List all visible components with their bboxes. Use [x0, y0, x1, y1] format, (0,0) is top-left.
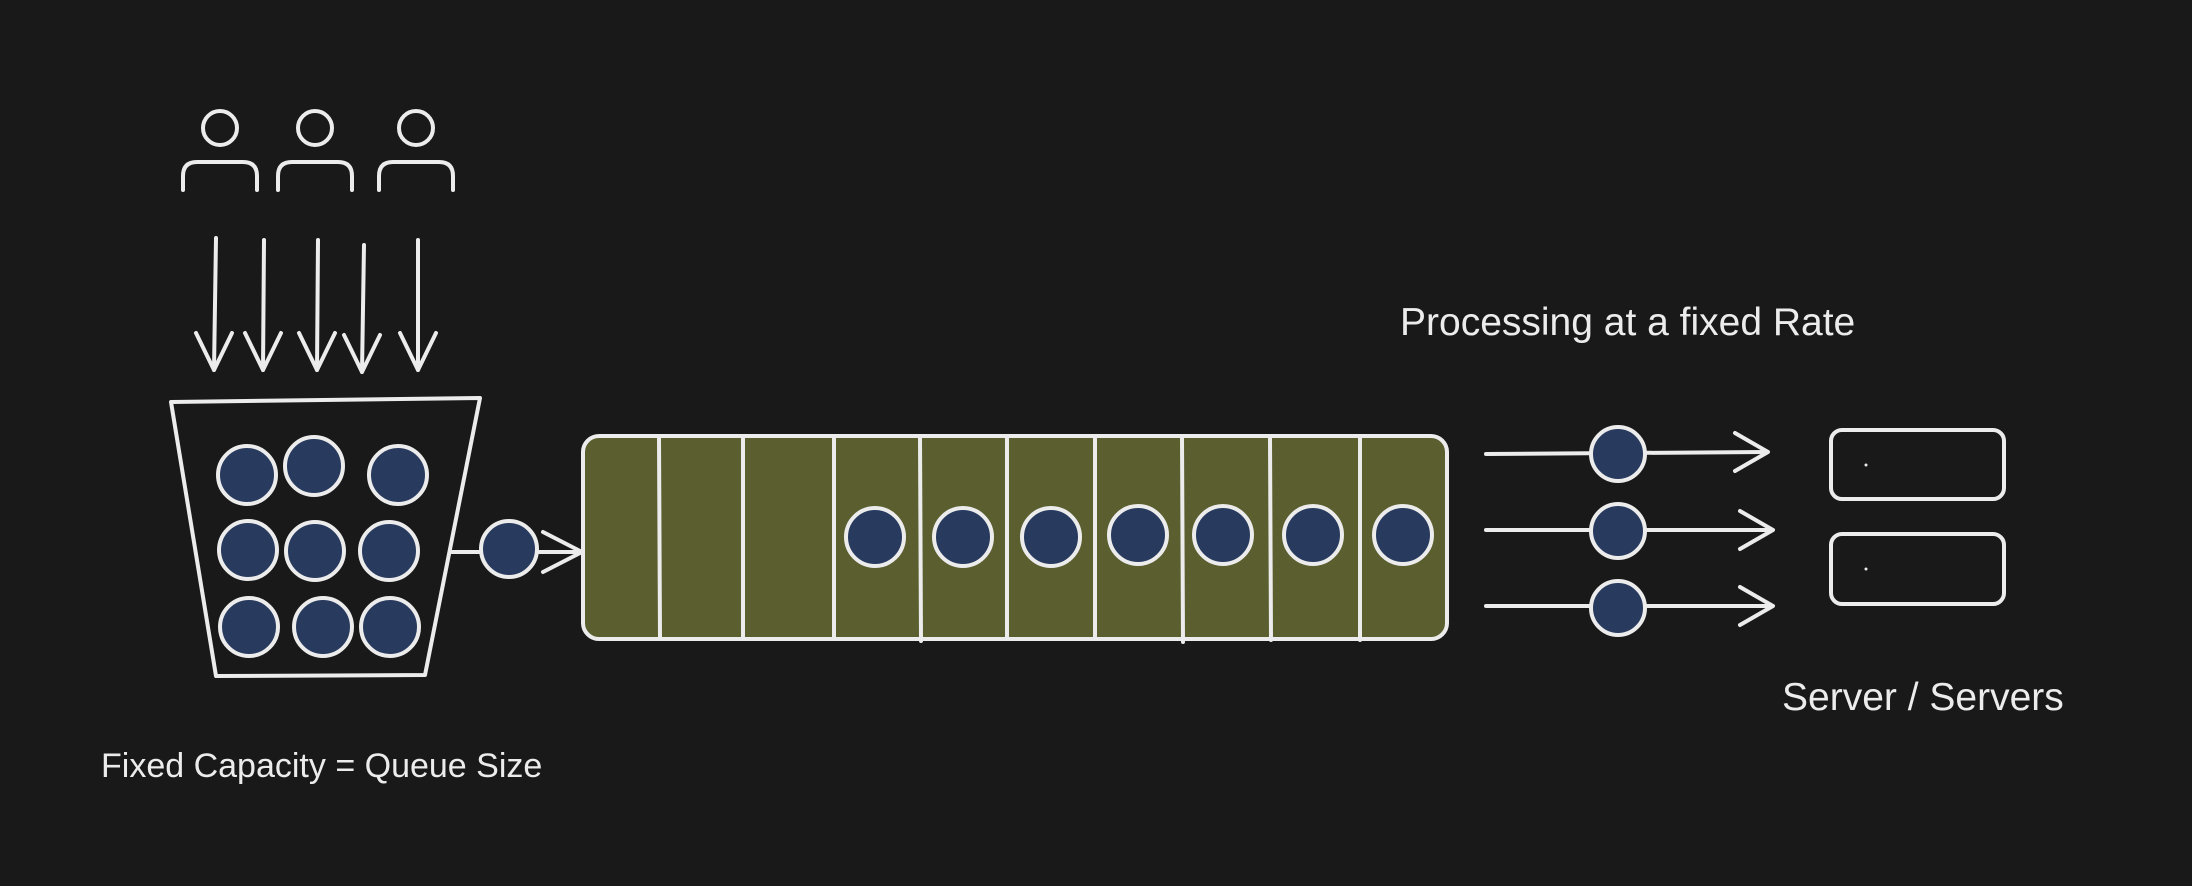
request-dot [932, 506, 994, 568]
request-dot [1282, 504, 1344, 566]
request-dot [358, 520, 420, 582]
request-dot [1020, 506, 1082, 568]
incoming-requests-arrows [194, 236, 438, 374]
request-dot [479, 519, 539, 579]
request-dot [1192, 504, 1254, 566]
request-dot [367, 444, 429, 506]
incoming-arrow [342, 243, 382, 374]
server-icon [1829, 428, 2006, 501]
bucket [169, 396, 482, 678]
users-group [181, 109, 455, 192]
output-arrow [1484, 579, 1775, 637]
capacity-label: Fixed Capacity = Queue Size [101, 747, 543, 785]
request-dot [218, 596, 280, 658]
request-dot [1589, 502, 1647, 560]
incoming-arrow [398, 238, 438, 372]
bucket-to-queue-flow [450, 519, 584, 579]
output-arrow [1484, 502, 1775, 560]
output-arrow [1484, 425, 1770, 483]
queue [581, 434, 1449, 644]
request-dot [359, 596, 421, 658]
request-dot [1372, 504, 1434, 566]
servers-label: Server / Servers [1782, 676, 2064, 719]
request-dot [1589, 579, 1647, 637]
incoming-arrow [297, 238, 337, 372]
queued-requests [844, 504, 1434, 568]
incoming-arrow [194, 236, 234, 372]
user-icon [377, 109, 455, 192]
user-icon [181, 109, 259, 192]
request-dot [844, 506, 906, 568]
processing-rate-label: Processing at a fixed Rate [1400, 301, 1856, 344]
servers [1829, 428, 2006, 606]
request-dot [1589, 425, 1647, 483]
request-dot [284, 520, 346, 582]
user-icon [276, 109, 354, 192]
request-dot [1107, 504, 1169, 566]
queue-slot-dividers [657, 434, 1362, 644]
incoming-arrow [243, 238, 283, 372]
request-dot [292, 596, 354, 658]
output-streams [1484, 425, 1775, 637]
request-dot [217, 519, 279, 581]
request-dot [216, 444, 278, 506]
server-icon [1829, 532, 2006, 606]
request-dot [283, 435, 345, 497]
bucket-requests [216, 435, 429, 658]
